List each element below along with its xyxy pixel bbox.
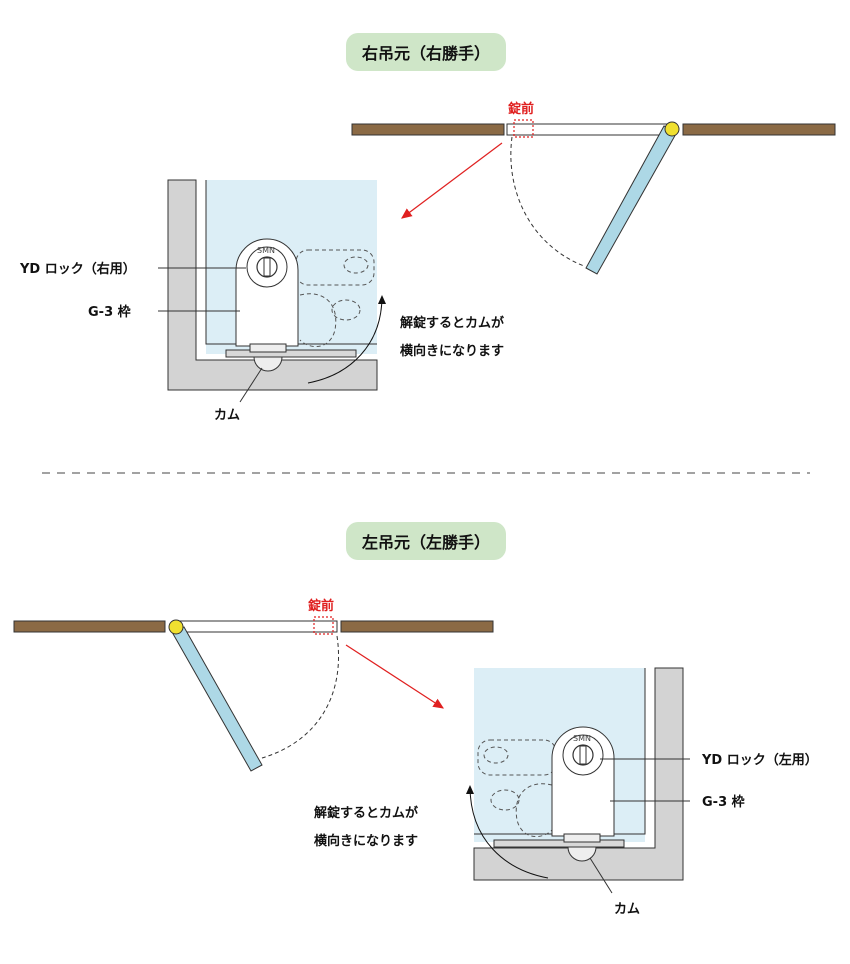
cam-label: カム (214, 408, 240, 423)
cylinder-mark: SMN (257, 246, 275, 255)
base-plate-block (249, 343, 287, 353)
cam-icon (567, 846, 597, 862)
frame-inner-line (474, 668, 646, 835)
detail-pointer-arrow (401, 142, 503, 219)
cylinder-key-slot (579, 745, 587, 765)
right-hand-plan-view: 錠前 (351, 101, 836, 275)
open-door-panel (171, 626, 263, 772)
lock-model-label: YD ロック（左用） (701, 752, 818, 768)
left-hand-title: 左吊元（左勝手） (346, 522, 507, 560)
open-door-panel (585, 125, 678, 275)
door-swing-arc (261, 635, 340, 759)
hinge-icon (664, 121, 680, 137)
wall-left-segment (13, 620, 166, 633)
rotation-arrow (307, 295, 386, 384)
wall-right-segment (340, 620, 494, 633)
cam-callout-line (589, 857, 613, 894)
base-plate (493, 839, 625, 848)
cam-label: カム (614, 902, 640, 917)
frame-label: G-3 枠 (702, 794, 745, 810)
cylinder-mark: SMN (573, 734, 591, 743)
lock-position-marker (513, 119, 534, 138)
cam-rotation-ghost-3 (515, 783, 553, 838)
frame-label: G-3 枠 (88, 304, 131, 320)
cam-rotation-ghost-1 (483, 746, 509, 764)
note-line-2: 横向きになります (400, 343, 504, 359)
left-hand-detail-view: SMN YD ロック（左用） G-3 枠 カム 解錠するとカムが 横向きになりま… (313, 667, 818, 917)
left-hand-plan-view: 錠前 (13, 598, 494, 772)
closed-door-outline (506, 123, 672, 136)
cam-rotation-ghost-1 (343, 256, 369, 274)
detail-pointer-arrow (345, 644, 445, 709)
right-hand-detail-view: SMN YD ロック（右用） G-3 枠 カム 解錠するとカムが 横向きになりま… (19, 179, 504, 423)
rotation-arrow (466, 785, 549, 879)
lock-position-label: 錠前 (508, 101, 534, 117)
cam-rotation-ghost-3 (299, 293, 337, 348)
frame-profile (167, 179, 378, 391)
cam-rotation-ghost-2 (331, 299, 361, 321)
cam-icon (253, 356, 283, 372)
cam-callout-line (239, 367, 263, 403)
frame-profile (473, 667, 684, 881)
door-swing-arc (510, 136, 585, 267)
note-line-1: 解錠するとカムが (313, 805, 418, 821)
frame-inner-line (205, 180, 377, 345)
base-plate (225, 349, 357, 358)
base-plate-block (563, 833, 601, 843)
note-line-1: 解錠するとカムが (399, 315, 504, 331)
wall-right-segment (682, 123, 836, 136)
lock-position-label: 錠前 (308, 598, 334, 614)
note-line-2: 横向きになります (314, 833, 418, 849)
closed-door-outline (178, 620, 338, 633)
right-hand-title: 右吊元（右勝手） (346, 33, 507, 71)
lock-model-label: YD ロック（右用） (19, 261, 136, 277)
wall-left-segment (351, 123, 505, 136)
cam-rotation-outline (295, 249, 375, 286)
cylinder-key-slot (263, 257, 271, 277)
hinge-icon (168, 619, 184, 635)
lock-position-marker (313, 616, 334, 635)
cam-rotation-ghost-2 (490, 789, 520, 811)
